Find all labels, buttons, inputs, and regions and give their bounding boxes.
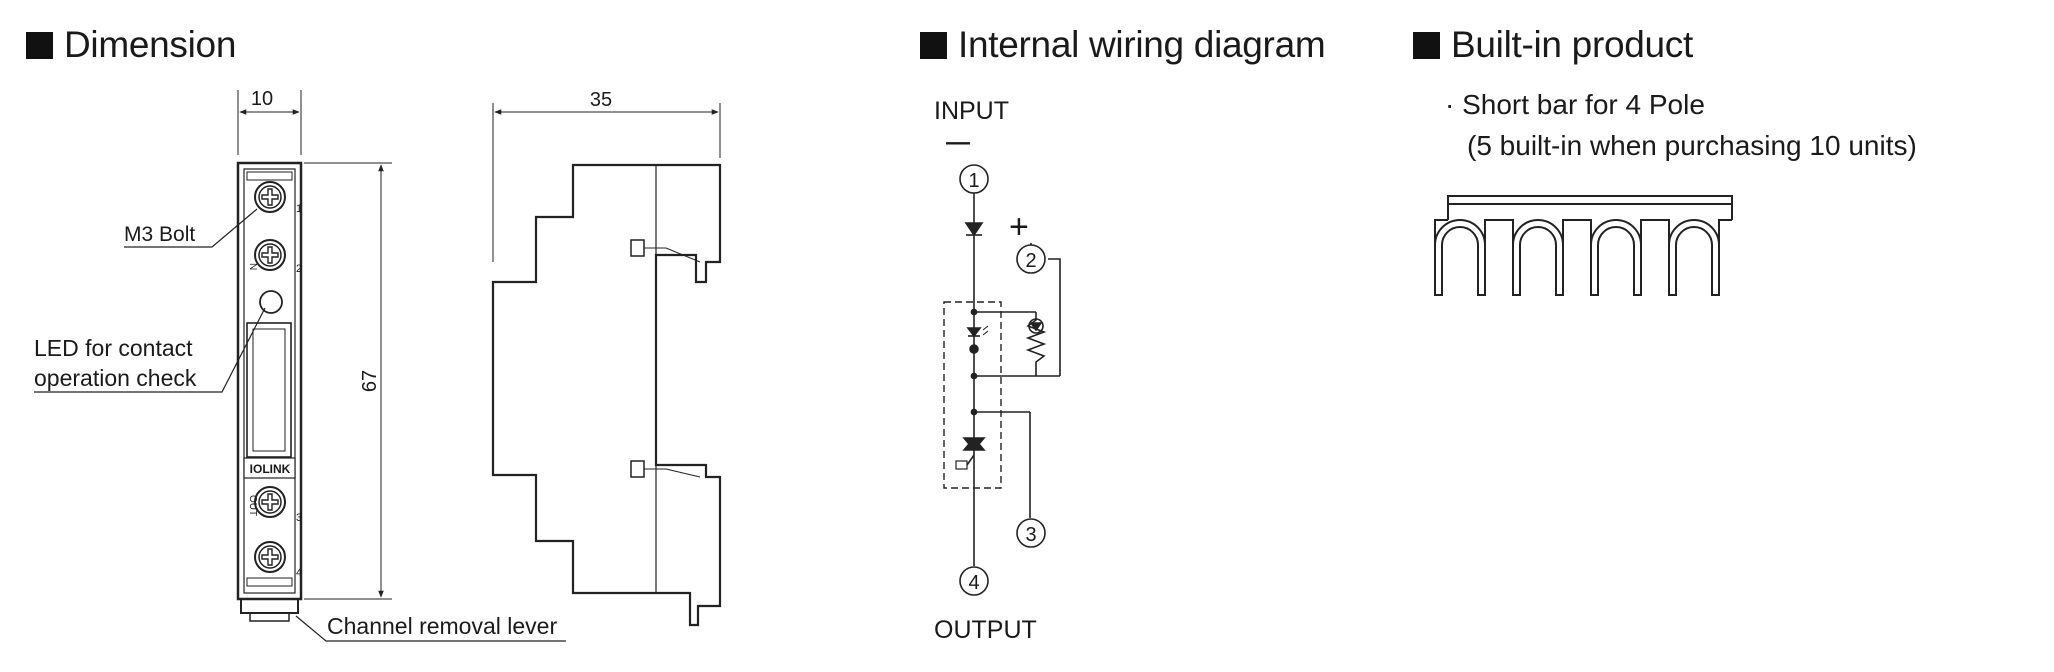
led-leader-line <box>34 307 266 393</box>
heading-dimension: Dimension <box>26 24 236 66</box>
bolt-leader-line <box>124 208 258 248</box>
short-bar-drawing <box>1434 195 1733 296</box>
terminal-2-label: 2 <box>1025 250 1036 272</box>
heading-square-icon <box>26 31 53 59</box>
heading-wiring-text: Internal wiring diagram <box>958 24 1326 65</box>
terminal-4-circle <box>959 566 989 596</box>
bolt-callout-label: M3 Bolt <box>124 223 195 246</box>
heading-wiring: Internal wiring diagram <box>920 24 1326 66</box>
heading-builtin-text: Built-in product <box>1451 24 1693 65</box>
builtin-line1: · Short bar for 4 Pole <box>1445 89 1705 120</box>
led-callout-line1: LED for contact <box>34 335 193 361</box>
terminal-1-circle <box>959 164 989 194</box>
side-view <box>491 103 722 627</box>
heading-square-icon <box>920 31 947 59</box>
lever-callout-label: Channel removal lever <box>327 613 557 639</box>
terminal-number-1: 1 <box>296 203 302 215</box>
brand-band <box>243 457 296 479</box>
output-label: OUTPUT <box>934 616 1037 644</box>
terminal-4-label: 4 <box>968 572 979 594</box>
builtin-line2: (5 built-in when purchasing 10 units) <box>1467 130 1917 161</box>
height-dimension-label: 67 <box>359 370 381 392</box>
terminal-number-4: 4 <box>296 567 302 579</box>
heading-builtin: Built-in product <box>1413 24 1693 66</box>
heading-square-icon <box>1413 31 1440 59</box>
led-callout-line2: operation check <box>34 365 197 391</box>
input-label: INPUT <box>934 97 1009 125</box>
plus-sign: + <box>1009 208 1029 246</box>
front-view <box>236 90 392 622</box>
lever-leader-line <box>295 615 566 642</box>
depth-dimension-label: 35 <box>590 89 612 111</box>
terminal-code-n: N <box>247 263 258 270</box>
terminal-number-2: 2 <box>296 263 302 275</box>
terminal-3-label: 3 <box>1025 524 1036 546</box>
terminal-code-out: OUT <box>247 495 258 516</box>
wiring-schematic <box>943 193 1061 566</box>
wiring-terminals <box>959 164 1046 596</box>
minus-sign: — <box>946 129 970 156</box>
brand-logo: IOLINK <box>250 462 291 476</box>
heading-dimension-text: Dimension <box>64 24 237 65</box>
terminal-1-label: 1 <box>968 170 979 192</box>
terminal-3-circle <box>1016 518 1046 548</box>
terminal-2-circle <box>1016 244 1046 274</box>
width-dimension-label: 10 <box>251 88 273 110</box>
terminal-number-3: 3 <box>296 512 302 524</box>
